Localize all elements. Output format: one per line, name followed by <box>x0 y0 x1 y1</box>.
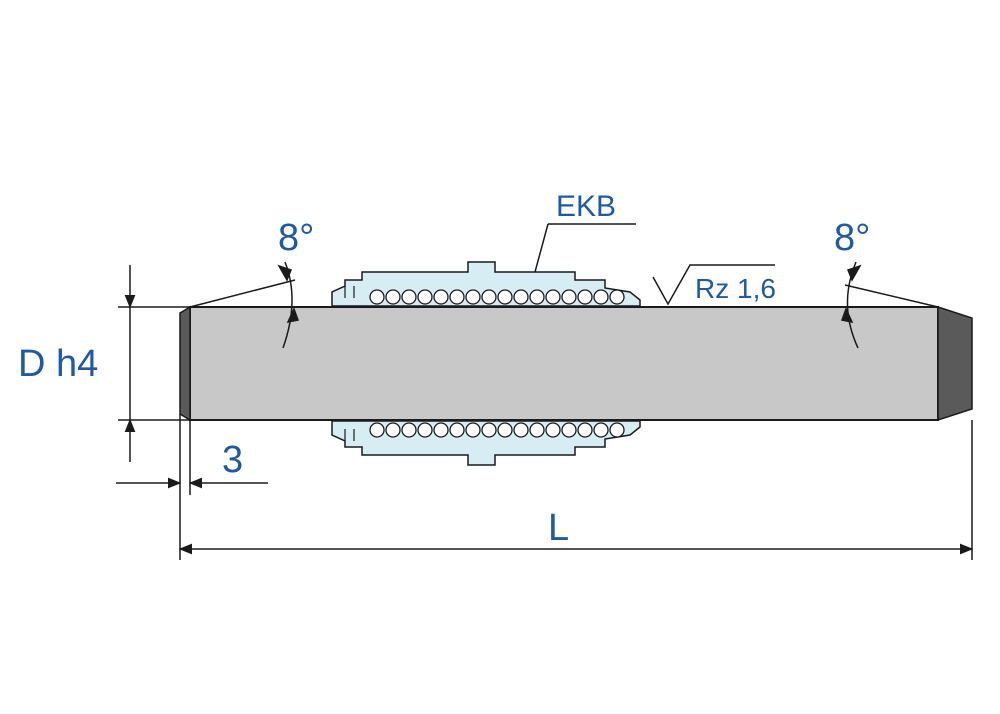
chamfer-length-label: 3 <box>222 439 243 481</box>
bushing-label: EKB <box>556 190 616 223</box>
total-length-label: L <box>548 507 569 549</box>
angle-right-indicator <box>840 261 939 349</box>
roughness-label: Rz 1,6 <box>695 273 776 304</box>
angle-right-label: 8° <box>834 217 870 259</box>
bushing-top-balls <box>369 289 625 305</box>
diameter-label: D h4 <box>18 343 98 385</box>
shaft <box>179 305 973 422</box>
right-taper <box>937 305 973 422</box>
diameter-dimension <box>118 265 190 462</box>
left-chamfer <box>179 305 191 422</box>
bushing-leader <box>534 223 636 273</box>
angle-left-label: 8° <box>278 217 314 259</box>
shaft-body <box>189 306 939 421</box>
bushing-top <box>331 261 641 307</box>
chamfer-dimension <box>116 414 268 560</box>
length-dimension <box>178 420 974 560</box>
bushing-bottom <box>331 420 641 466</box>
roughness-symbol <box>652 264 775 306</box>
angle-left-indicator <box>189 261 300 349</box>
bushing-bottom-balls <box>369 422 625 438</box>
